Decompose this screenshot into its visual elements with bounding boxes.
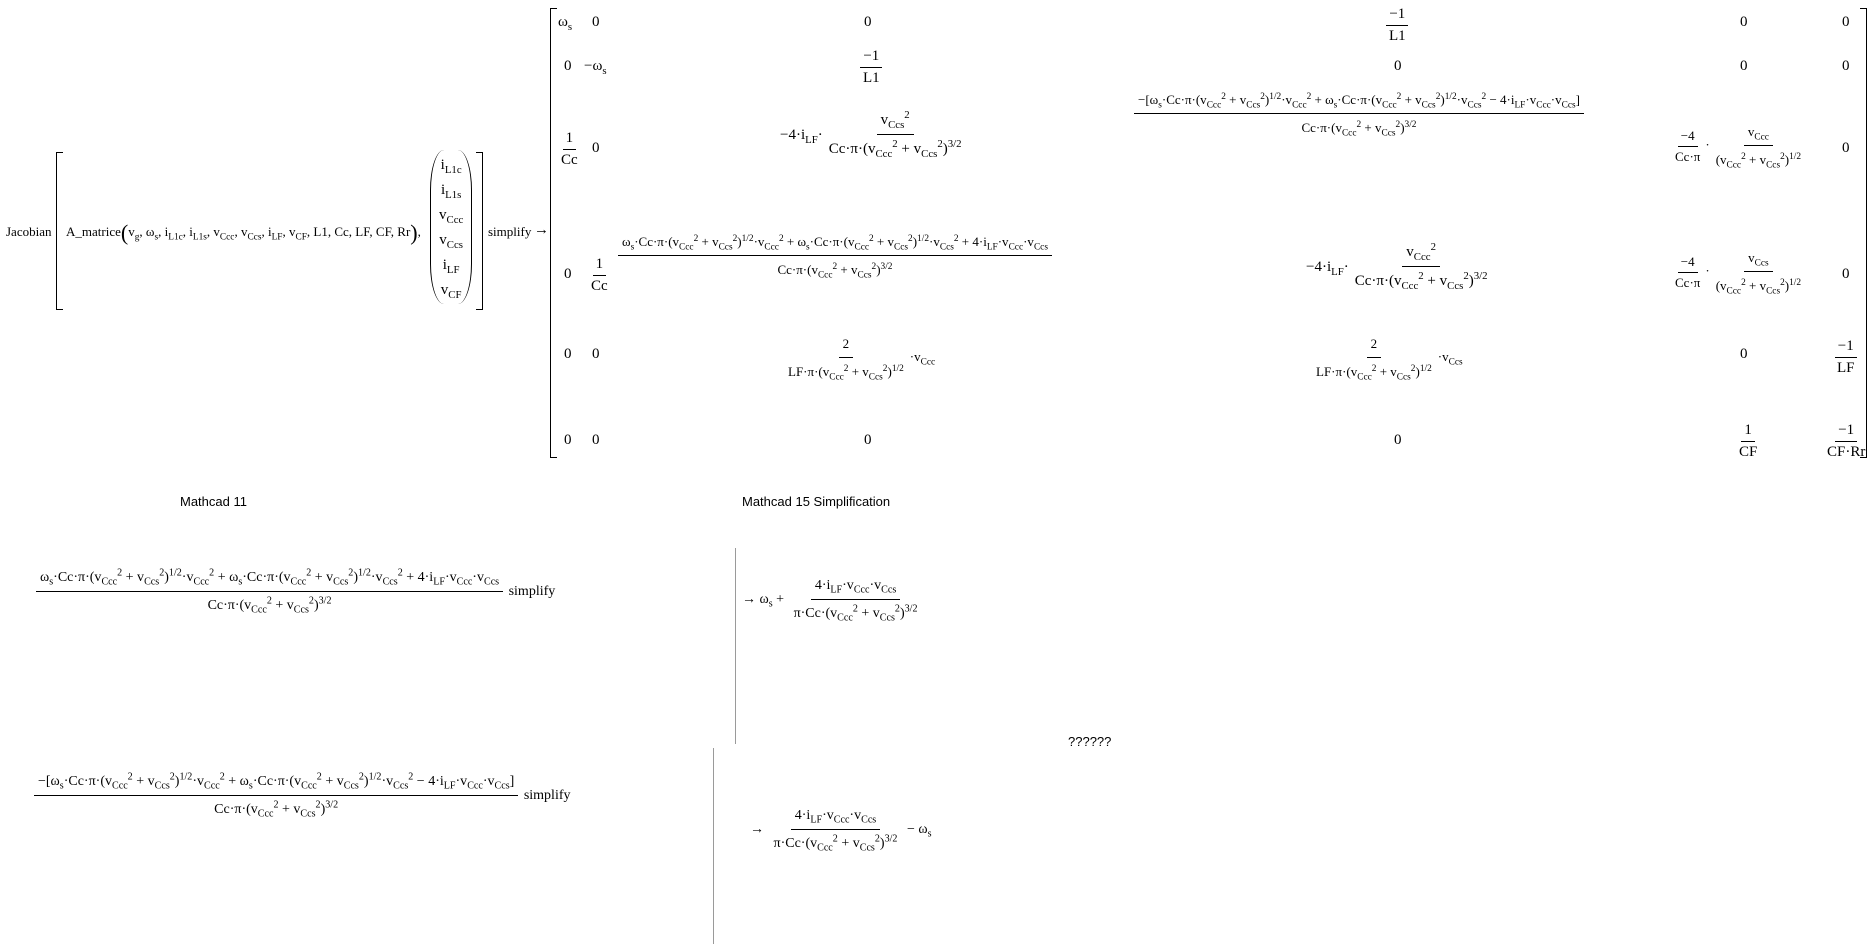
caption-question: ?????? (1068, 734, 1112, 749)
state-vector: iL1c iL1s vCcc vCcs iLF vCF (430, 150, 473, 304)
jacobian-left-bracket (56, 152, 63, 310)
m32: 0 (592, 140, 600, 156)
expression-1: ωs·Cc·π·(vCcc2 + vCcs2)1/2·vCcc2 + ωs·Cc… (34, 568, 556, 615)
m12: 0 (592, 14, 600, 30)
m43: ωs·Cc·π·(vCcc2 + vCcs2)1/2·vCcc2 + ωs·Cc… (616, 234, 1054, 280)
m11: ωs (558, 14, 573, 33)
m63: 0 (864, 432, 872, 448)
state-iL1s: iL1s (440, 181, 462, 201)
jacobian-right-bracket (476, 152, 483, 310)
simplify-arrow: → (534, 222, 549, 238)
divider-1 (735, 548, 736, 744)
m46: 0 (1842, 266, 1850, 282)
m61: 0 (564, 432, 572, 448)
m36: 0 (1842, 140, 1850, 156)
simplify-keyword-1: simplify (508, 584, 556, 600)
m41: 0 (564, 266, 572, 282)
function-name: A_matrice (66, 224, 121, 239)
m52: 0 (592, 346, 600, 362)
m25: 0 (1740, 58, 1748, 74)
state-vCcs: vCcs (439, 231, 463, 251)
m51: 0 (564, 346, 572, 362)
m62: 0 (592, 432, 600, 448)
state-vCcc: vCcc (439, 206, 464, 226)
jacobian-label: Jacobian (6, 224, 52, 239)
matrix-right-bracket (1860, 8, 1867, 458)
matrix-left-bracket (550, 8, 557, 458)
m13: 0 (864, 14, 872, 30)
simplify-keyword: simplify (488, 224, 532, 239)
caption-mathcad11: Mathcad 11 (180, 494, 247, 509)
m55: 0 (1740, 346, 1748, 362)
m24: 0 (1394, 58, 1402, 74)
m26: 0 (1842, 58, 1850, 74)
state-iL1c: iL1c (440, 156, 462, 176)
expression-2: −[ωs·Cc·π·(vCcc2 + vCcs2)1/2·vCcc2 + ωs·… (32, 772, 571, 819)
state-iLF: iLF (442, 256, 460, 276)
m16: 0 (1842, 14, 1850, 30)
m15: 0 (1740, 14, 1748, 30)
simplify-keyword-2: simplify (523, 788, 571, 804)
m22: −ωs (584, 58, 607, 77)
jacobian-expression: Jacobian A_matrice(vg, ωs, iL1c, iL1s, v… (6, 150, 549, 310)
state-vCF: vCF (440, 281, 462, 301)
m64: 0 (1394, 432, 1402, 448)
caption-mathcad15: Mathcad 15 Simplification (742, 494, 891, 509)
m21: 0 (564, 58, 572, 74)
m34: −[ωs·Cc·π·(vCcc2 + vCcs2)1/2·vCcc2 + ωs·… (1132, 92, 1586, 138)
function-call: A_matrice(vg, ωs, iL1c, iL1s, vCcc, vCcs… (66, 220, 421, 246)
divider-2 (713, 748, 714, 944)
